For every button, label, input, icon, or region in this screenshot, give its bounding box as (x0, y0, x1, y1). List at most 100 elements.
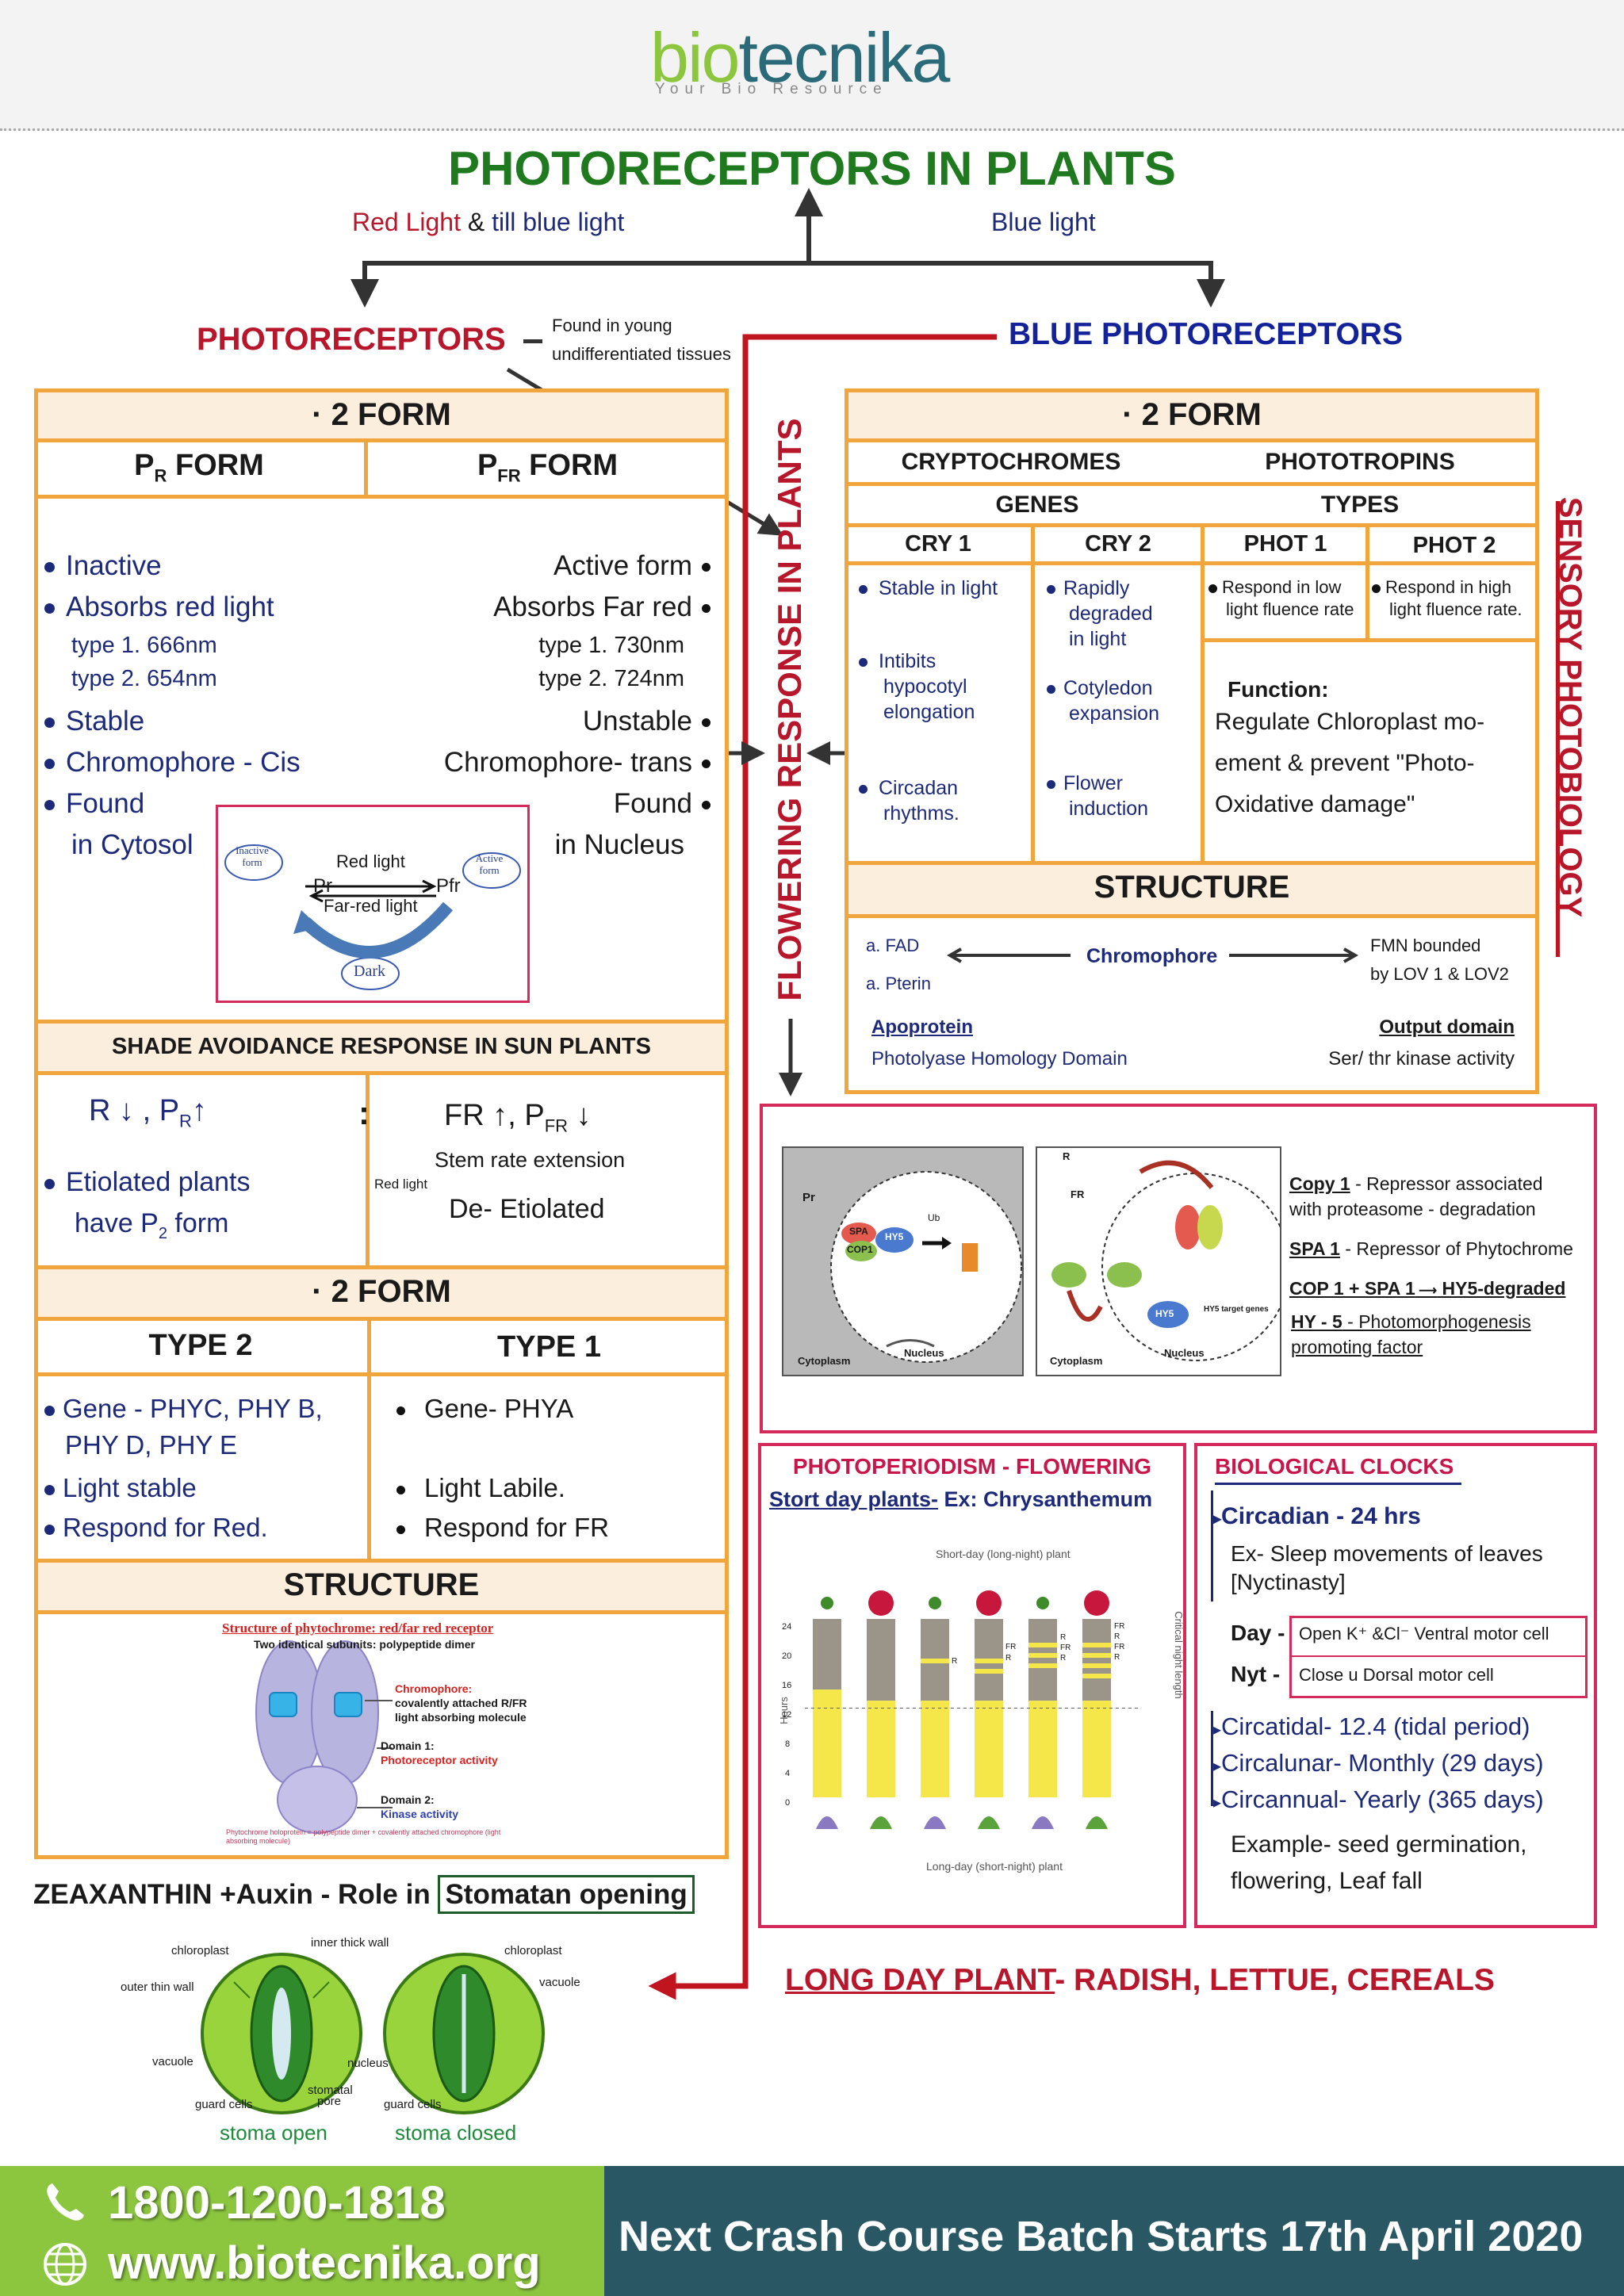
phot2-text: Respond in high (1385, 577, 1512, 597)
phyto-fig-d2: Domain 2: (381, 1793, 435, 1806)
phone-icon (41, 2179, 89, 2230)
plant-icon (821, 1597, 833, 1609)
mark-3: R (1060, 1633, 1067, 1642)
ytick-1: 4 (785, 1769, 791, 1778)
arrow-down-icon: ↓ (119, 1094, 135, 1127)
day-bar (867, 1701, 895, 1797)
etiolated2-tail: form (167, 1208, 229, 1238)
bullet-icon (702, 760, 710, 769)
clocks-title: BIOLOGICAL CLOCKS (1215, 1454, 1462, 1486)
blue-v-1 (1031, 523, 1035, 864)
cycle-dark: Dark (354, 962, 385, 980)
pfr-item-6: Found (614, 788, 710, 820)
night-bar (867, 1619, 895, 1701)
day-nyt-box (1289, 1616, 1588, 1698)
clock-item-0: ▸Circatidal- 12.4 (tidal period) (1213, 1712, 1530, 1741)
pr-item-6: Found (44, 788, 144, 820)
genes-header: GENES (995, 492, 1079, 518)
cry2-item-3: Cotyledon (1047, 677, 1153, 700)
cry2-item-1: degraded (1069, 603, 1153, 625)
cry2-text: Cotyledon (1063, 677, 1153, 699)
footer-web[interactable]: www.biotecnika.org (108, 2237, 541, 2289)
struct-chromophore: Chromophore (1086, 945, 1218, 967)
cop-bold: HY - 5 (1291, 1311, 1342, 1332)
pfr-item-2: type 1. 730nm (538, 633, 684, 658)
shade-pr: , P (142, 1094, 180, 1127)
mark-4: FR (1060, 1644, 1071, 1652)
cop-line-4: HY - 5 - Photomorphogenesis (1291, 1311, 1531, 1332)
day-bar (975, 1701, 1003, 1797)
type2-item-3: Respond for Red. (44, 1513, 268, 1543)
function-line-2: Oxidative damage" (1215, 791, 1415, 817)
blue-v-3 (1365, 523, 1369, 641)
etiolated2-sub: 2 (158, 1224, 167, 1242)
photoperiod-sub: Stort day plants- Ex: Chrysanthemum (769, 1487, 1152, 1512)
cry1-item-3: elongation (883, 701, 975, 723)
de-etiolated: De- Etiolated (449, 1194, 605, 1224)
page-title: PHOTORECEPTORS IN PLANTS (448, 142, 1176, 195)
pfr-item-0: Active form (553, 550, 710, 582)
cop-fig-r: R (1063, 1150, 1071, 1162)
bullet-icon (44, 800, 55, 811)
bullet-icon (1047, 779, 1055, 789)
cop-text: - Repressor associated (1350, 1173, 1543, 1194)
plant-icon (1036, 1597, 1049, 1609)
phyto-fig-title: Structure of phytochrome: red/far red re… (222, 1621, 494, 1636)
phyto-fig-chrom2: covalently attached R/FR (395, 1697, 527, 1709)
flash-stripe (1082, 1643, 1111, 1647)
blue-structure-title: STRUCTURE (1094, 870, 1290, 905)
pr-t: P (134, 449, 155, 482)
pr-item-4: Stable (44, 706, 144, 737)
bullet-icon (859, 584, 868, 594)
blue-form-band (845, 388, 1539, 442)
phyto-form-band (34, 388, 729, 442)
cop-fig-cyto-2: Cytoplasm (1050, 1355, 1103, 1367)
types-header: TYPES (1320, 492, 1400, 518)
flash-stripe (975, 1669, 1003, 1674)
pr-item-7: in Cytosol (71, 829, 193, 860)
long-day-line: LONG DAY PLANT- RADISH, LETTUE, CEREALS (785, 1963, 1495, 1999)
phyto-fig-d1: Domain 1: (381, 1739, 435, 1752)
ytick-5: 20 (782, 1651, 792, 1661)
mark-8: FR (1114, 1643, 1125, 1651)
blue-sep-1 (845, 482, 1539, 486)
cop-fig-nuc: Nucleus (904, 1347, 944, 1359)
mark-2: R (1005, 1654, 1012, 1663)
bullet-icon (44, 1178, 55, 1189)
cycle-pr: Pr (313, 875, 332, 897)
pr-tail: FORM (167, 449, 264, 482)
blue-box (845, 388, 1539, 1094)
photoperiod-title: PHOTOPERIODISM - FLOWERING (792, 1454, 1152, 1479)
stoma-r-vacuole: vacuole (539, 1976, 580, 1989)
cry2-item-2: in light (1069, 628, 1127, 650)
day-bar (1082, 1701, 1111, 1797)
pfr-form-header: PFR FORM (366, 449, 729, 486)
arrow-right-icon: ▸ (1213, 1794, 1222, 1812)
cycle-active: Active form (475, 852, 504, 876)
footer-phone[interactable]: 1800-1200-1818 (108, 2177, 446, 2229)
cop-fig-cop1: COP1 (847, 1244, 873, 1255)
stomatan-box: Stomatan opening (438, 1875, 695, 1914)
globe-icon (41, 2241, 89, 2292)
night-bar (1028, 1619, 1057, 1701)
flash-stripe (1082, 1653, 1111, 1658)
bullet-icon (702, 563, 710, 572)
pr-item-5: Chromophore - Cis (44, 747, 301, 779)
red-light-text: Red Light (352, 208, 461, 236)
ex1-text: Ex- Sleep movements of leaves (1231, 1541, 1543, 1566)
struct-apo: Apoprotein (871, 1016, 973, 1038)
type2-item-2: Light stable (44, 1473, 197, 1503)
phyto-fig-foot: Phytochrome holoprotein = polypeptide di… (226, 1828, 501, 1845)
stoma-l-inner: inner thick wall (311, 1936, 389, 1950)
blue-structure-band (845, 861, 1539, 918)
red-light-arrow-label: Red light (374, 1177, 428, 1192)
pr-item-0: Inactive (44, 550, 162, 582)
nyt-row: Close u Dorsal motor cell (1299, 1665, 1494, 1685)
brand-logo[interactable]: biotecnika (650, 17, 950, 98)
pfr-item-3: type 2. 724nm (538, 666, 684, 691)
brand-name-b: tecnika (738, 18, 950, 97)
plant-icon (978, 1816, 1000, 1829)
night-bar (1082, 1619, 1111, 1701)
cry1-item-2: hypocotyl (883, 675, 967, 698)
cry1-text: Stable in light (879, 577, 998, 599)
